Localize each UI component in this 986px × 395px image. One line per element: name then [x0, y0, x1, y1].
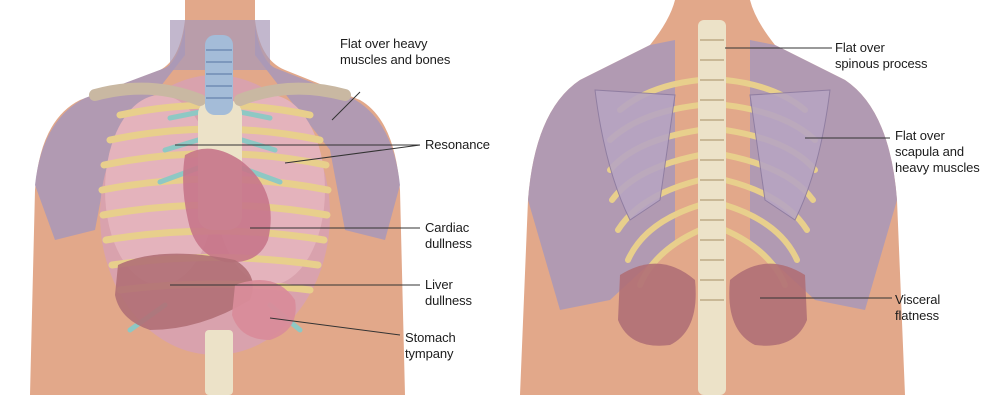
left-kidney-visceral — [618, 264, 696, 346]
label-cardiac-dullness: Cardiac dullness — [425, 220, 472, 252]
vertebral-column — [698, 20, 726, 395]
posterior-back-panel: Flat over spinous process Flat over scap… — [510, 0, 986, 395]
label-liver-dullness: Liver dullness — [425, 277, 472, 309]
label-flat-spinous-process: Flat over spinous process — [835, 40, 927, 72]
anterior-lower-spine — [205, 330, 233, 395]
label-stomach-tympany: Stomach tympany — [405, 330, 456, 362]
label-resonance: Resonance — [425, 137, 490, 153]
label-visceral-flatness: Visceral flatness — [895, 292, 940, 324]
anterior-chest-panel: Flat over heavy muscles and bones Resona… — [0, 0, 510, 395]
label-flat-heavy-muscles: Flat over heavy muscles and bones — [340, 36, 450, 68]
label-flat-scapula-heavy-muscles: Flat over scapula and heavy muscles — [895, 128, 980, 176]
right-kidney-visceral — [729, 264, 807, 346]
